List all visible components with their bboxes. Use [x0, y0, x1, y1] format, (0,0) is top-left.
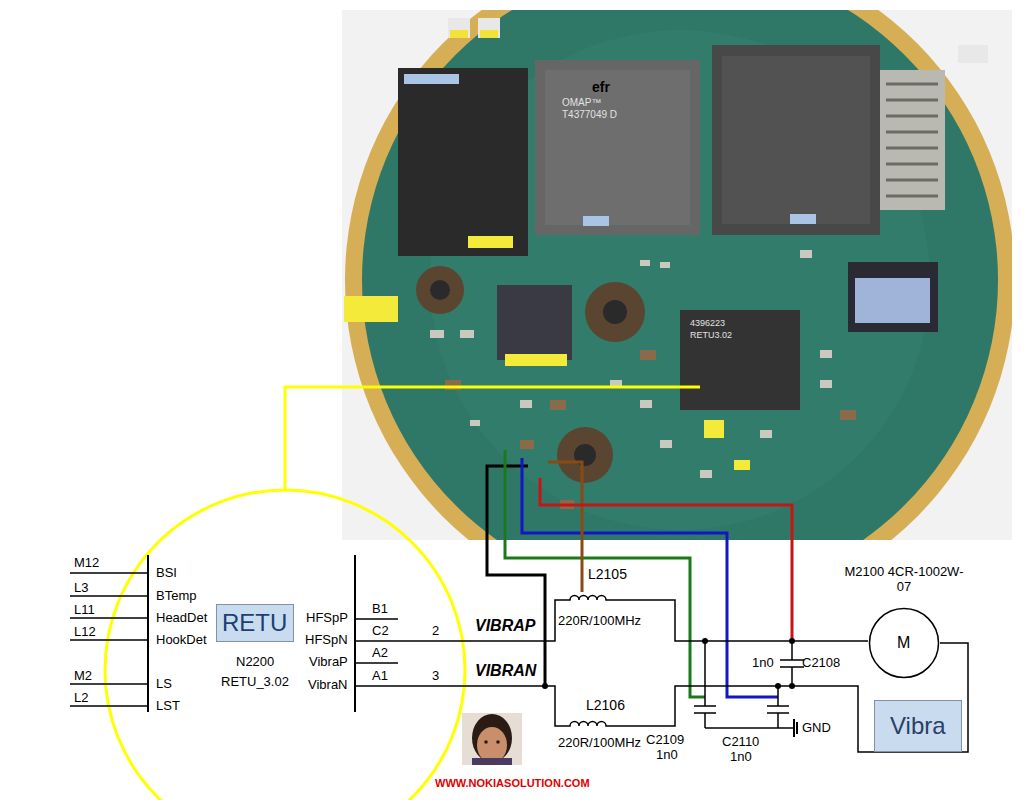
ground-label: GND — [802, 721, 831, 736]
pcb-photo — [342, 10, 1012, 540]
pin-number: L11 — [74, 603, 95, 618]
part-reference: C2109 — [646, 733, 684, 748]
part-value: RETU_3.02 — [221, 675, 289, 690]
pin-number: M2 — [74, 669, 92, 684]
pin-name: BSI — [156, 566, 177, 581]
chip-marking: 4396223 — [690, 318, 725, 328]
net-number: 2 — [432, 624, 439, 639]
junction-dots — [542, 638, 795, 689]
chip-name-box: RETU — [216, 604, 294, 642]
signal-name: VIBRAP — [475, 617, 535, 635]
signal-name: VIBRAN — [475, 662, 536, 680]
pin-name: HeadDet — [156, 611, 207, 626]
box-text: RETU — [222, 609, 287, 637]
pin-number: A1 — [372, 669, 388, 684]
net-number: 3 — [432, 669, 439, 684]
part-value: 1n0 — [752, 656, 774, 671]
part-value: 1n0 — [730, 750, 752, 765]
chip-note: efr — [592, 79, 610, 95]
pin-name: VibraP — [309, 655, 348, 670]
pin-number: L2 — [74, 691, 88, 706]
leader-lines — [487, 450, 792, 697]
vibra-box: Vibra — [874, 700, 962, 752]
watermark: WWW.NOKIASOLUTION.COM — [435, 777, 590, 790]
chip-marking: T4377049 D — [562, 109, 617, 121]
pin-name: HFSpP — [306, 611, 348, 626]
part-reference: L2105 — [588, 566, 627, 582]
pin-number: C2 — [372, 624, 389, 639]
part-reference: N2200 — [236, 655, 274, 670]
pin-name: HFSpN — [305, 633, 348, 648]
part-reference: C2110 — [722, 735, 759, 750]
zoom-callout — [105, 387, 700, 800]
pin-name: VibraN — [308, 678, 348, 693]
pin-number: A2 — [372, 646, 388, 661]
pin-name: HookDet — [156, 633, 207, 648]
pin-number: L3 — [74, 581, 88, 596]
chip-marking: OMAP™ — [562, 97, 601, 109]
pin-name: BTemp — [156, 589, 196, 604]
pin-number: B1 — [372, 602, 388, 617]
pin-name: LS — [156, 677, 172, 692]
pin-number: M12 — [74, 556, 99, 571]
part-reference: L2106 — [586, 697, 625, 713]
pin-name: LST — [156, 699, 180, 714]
part-heading: M2100 4CR-1002W-07 — [844, 565, 964, 595]
part-value: 220R/100MHz — [558, 736, 641, 751]
box-text: Vibra — [890, 712, 946, 740]
pin-number: L12 — [74, 625, 96, 640]
part-value: 220R/100MHz — [558, 614, 641, 629]
part-value: 1n0 — [656, 748, 678, 763]
part-reference: C2108 — [802, 656, 840, 671]
motor-letter: M — [897, 634, 910, 652]
chip-marking: RETU3.02 — [690, 330, 732, 340]
author-photo — [462, 713, 522, 765]
motor-symbol: M2100 4CR-1002W-07M — [868, 607, 940, 679]
